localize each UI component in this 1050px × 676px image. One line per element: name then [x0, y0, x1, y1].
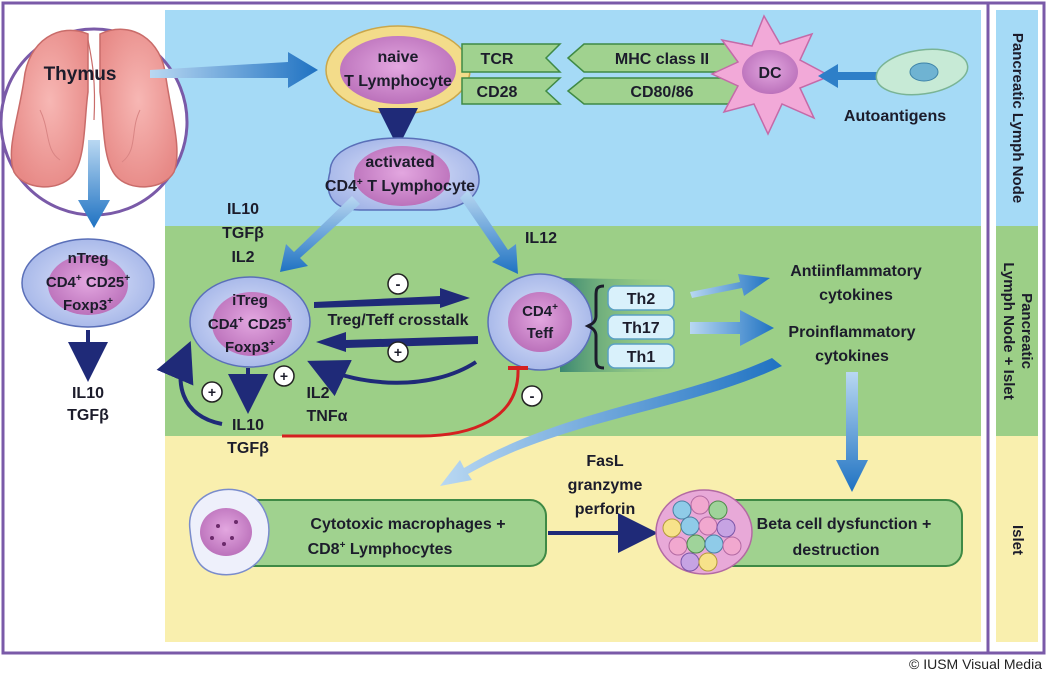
- outer-frame: [1, 1, 1046, 655]
- beta-line1: Beta cell dysfunction +: [757, 516, 932, 533]
- arrow-teff-to-itreg-il2: [307, 359, 478, 397]
- minus-sign-inhibit: [521, 385, 543, 407]
- label-il2: IL2: [231, 249, 254, 266]
- inhibition-line: [282, 367, 520, 438]
- ntreg-line3: Foxp3+: [63, 296, 113, 314]
- arrow-thymus-to-naive: [150, 52, 318, 88]
- teff-line1: CD4+: [522, 302, 558, 320]
- tcr-label: TCR: [481, 51, 514, 68]
- plus-sign-crosstalk: [387, 341, 409, 363]
- plus-il2-text: +: [280, 368, 288, 384]
- arrow-autoantigen-to-dc: [818, 64, 890, 88]
- itreg-output-tgfb: TGFβ: [227, 440, 269, 457]
- plus-crosstalk-text: +: [394, 344, 402, 360]
- dc-label: DC: [758, 65, 782, 82]
- minus-sign-crosstalk: [387, 273, 409, 295]
- cd28-tag: [461, 77, 562, 105]
- naive-t-cell: [325, 25, 471, 115]
- ntreg-output-tgfb: TGFβ: [67, 407, 109, 424]
- arrow-activated-to-itreg: [280, 196, 360, 272]
- macrophage-line2: CD8+ Lymphocytes: [308, 540, 453, 558]
- itreg-cell: [189, 276, 311, 368]
- th-bracket: [584, 284, 605, 370]
- arrow-itreg-to-teff: [314, 288, 470, 308]
- ntreg-line2: CD4+ CD25+: [46, 273, 130, 291]
- itreg-line1: iTreg: [232, 292, 268, 309]
- lymph-node-zone: [165, 10, 981, 226]
- activated-line1: activated: [365, 154, 434, 171]
- label-tgfb: TGFβ: [222, 225, 264, 242]
- cd4-teff-cell: [487, 273, 593, 371]
- arrow-to-proinflammatory: [690, 310, 774, 346]
- plus-sign-il2: [273, 365, 295, 387]
- naive-line1: naive: [378, 49, 419, 66]
- proinflammatory-line1: Proinflammatory: [788, 324, 915, 341]
- ntreg-cell: [21, 238, 155, 328]
- th17-box: [607, 314, 675, 340]
- copyright: © IUSM Visual Media: [909, 656, 1042, 672]
- arrow-activated-to-teff: [460, 190, 518, 274]
- autoantigens-label: Autoantigens: [844, 108, 946, 125]
- activated-line2: CD4+ T Lymphocyte: [325, 177, 475, 195]
- cd80-label: CD80/86: [630, 84, 693, 101]
- th2-box: [607, 285, 675, 311]
- cd28-label: CD28: [477, 84, 518, 101]
- arrow-to-antiinflammatory: [690, 274, 770, 298]
- plus-sign-feedback: [201, 381, 223, 403]
- dendritic-cell: [710, 14, 832, 136]
- arrow-thymus-to-ntreg: [78, 140, 110, 228]
- mhc-label: MHC class II: [615, 51, 709, 68]
- thymus: [0, 27, 189, 217]
- ntreg-output-il10: IL10: [72, 385, 104, 402]
- label-il12: IL12: [525, 230, 557, 247]
- antiinflammatory-line2: cytokines: [819, 287, 893, 304]
- side-label-lymph-node-islet-1: Pancreatic: [1018, 293, 1035, 369]
- side-strip-lymph-node-islet: [996, 226, 1038, 436]
- label-tnfa: TNFα: [307, 408, 348, 425]
- minus-inhibit-text: -: [530, 388, 535, 405]
- arrow-to-macrophages: [440, 358, 782, 486]
- side-label-islet: Islet: [1009, 525, 1026, 555]
- proinflammatory-line2: cytokines: [815, 348, 889, 365]
- label-il2-b: IL2: [306, 385, 329, 402]
- label-il10: IL10: [227, 201, 259, 218]
- side-label-lymph-node-islet-2: Lymph Node + Islet: [1000, 262, 1017, 399]
- th1-box: [607, 343, 675, 369]
- arrow-to-beta-cells: [836, 372, 868, 492]
- naive-line2: T Lymphocyte: [344, 73, 452, 90]
- side-strip-islet: [996, 436, 1038, 642]
- ntreg-line1: nTreg: [68, 250, 109, 267]
- side-strip-lymph-node: [996, 10, 1038, 226]
- minus-crosstalk-text: -: [396, 276, 401, 293]
- tcr-tag: [461, 43, 562, 73]
- label-perforin: perforin: [575, 501, 635, 518]
- label-fasl: FasL: [586, 453, 624, 470]
- itreg-output-il10: IL10: [232, 417, 264, 434]
- thymus-label: Thymus: [44, 64, 117, 85]
- islet-cell-cluster: [655, 489, 753, 575]
- antiinflammatory-line1: Antiinflammatory: [790, 263, 922, 280]
- label-granzyme: granzyme: [568, 477, 643, 494]
- plus-feedback-text: +: [208, 384, 216, 400]
- crosstalk-label: Treg/Teff crosstalk: [327, 312, 468, 329]
- macrophage-cell: [188, 488, 270, 576]
- macrophage-line1: Cytotoxic macrophages +: [310, 516, 505, 533]
- arrow-il10-feedback: [156, 340, 223, 426]
- itreg-line2: CD4+ CD25+: [208, 315, 292, 333]
- th2-label: Th2: [627, 291, 656, 308]
- activated-t-cell: [327, 137, 480, 211]
- beta-line2: destruction: [792, 542, 879, 559]
- autoantigen-cell: [875, 48, 969, 96]
- th17-label: Th17: [622, 320, 659, 337]
- teff-line2: Teff: [527, 325, 554, 342]
- th1-label: Th1: [627, 349, 656, 366]
- side-label-lymph-node: Pancreatic Lymph Node: [1009, 33, 1026, 203]
- itreg-line3: Foxp3+: [225, 338, 275, 356]
